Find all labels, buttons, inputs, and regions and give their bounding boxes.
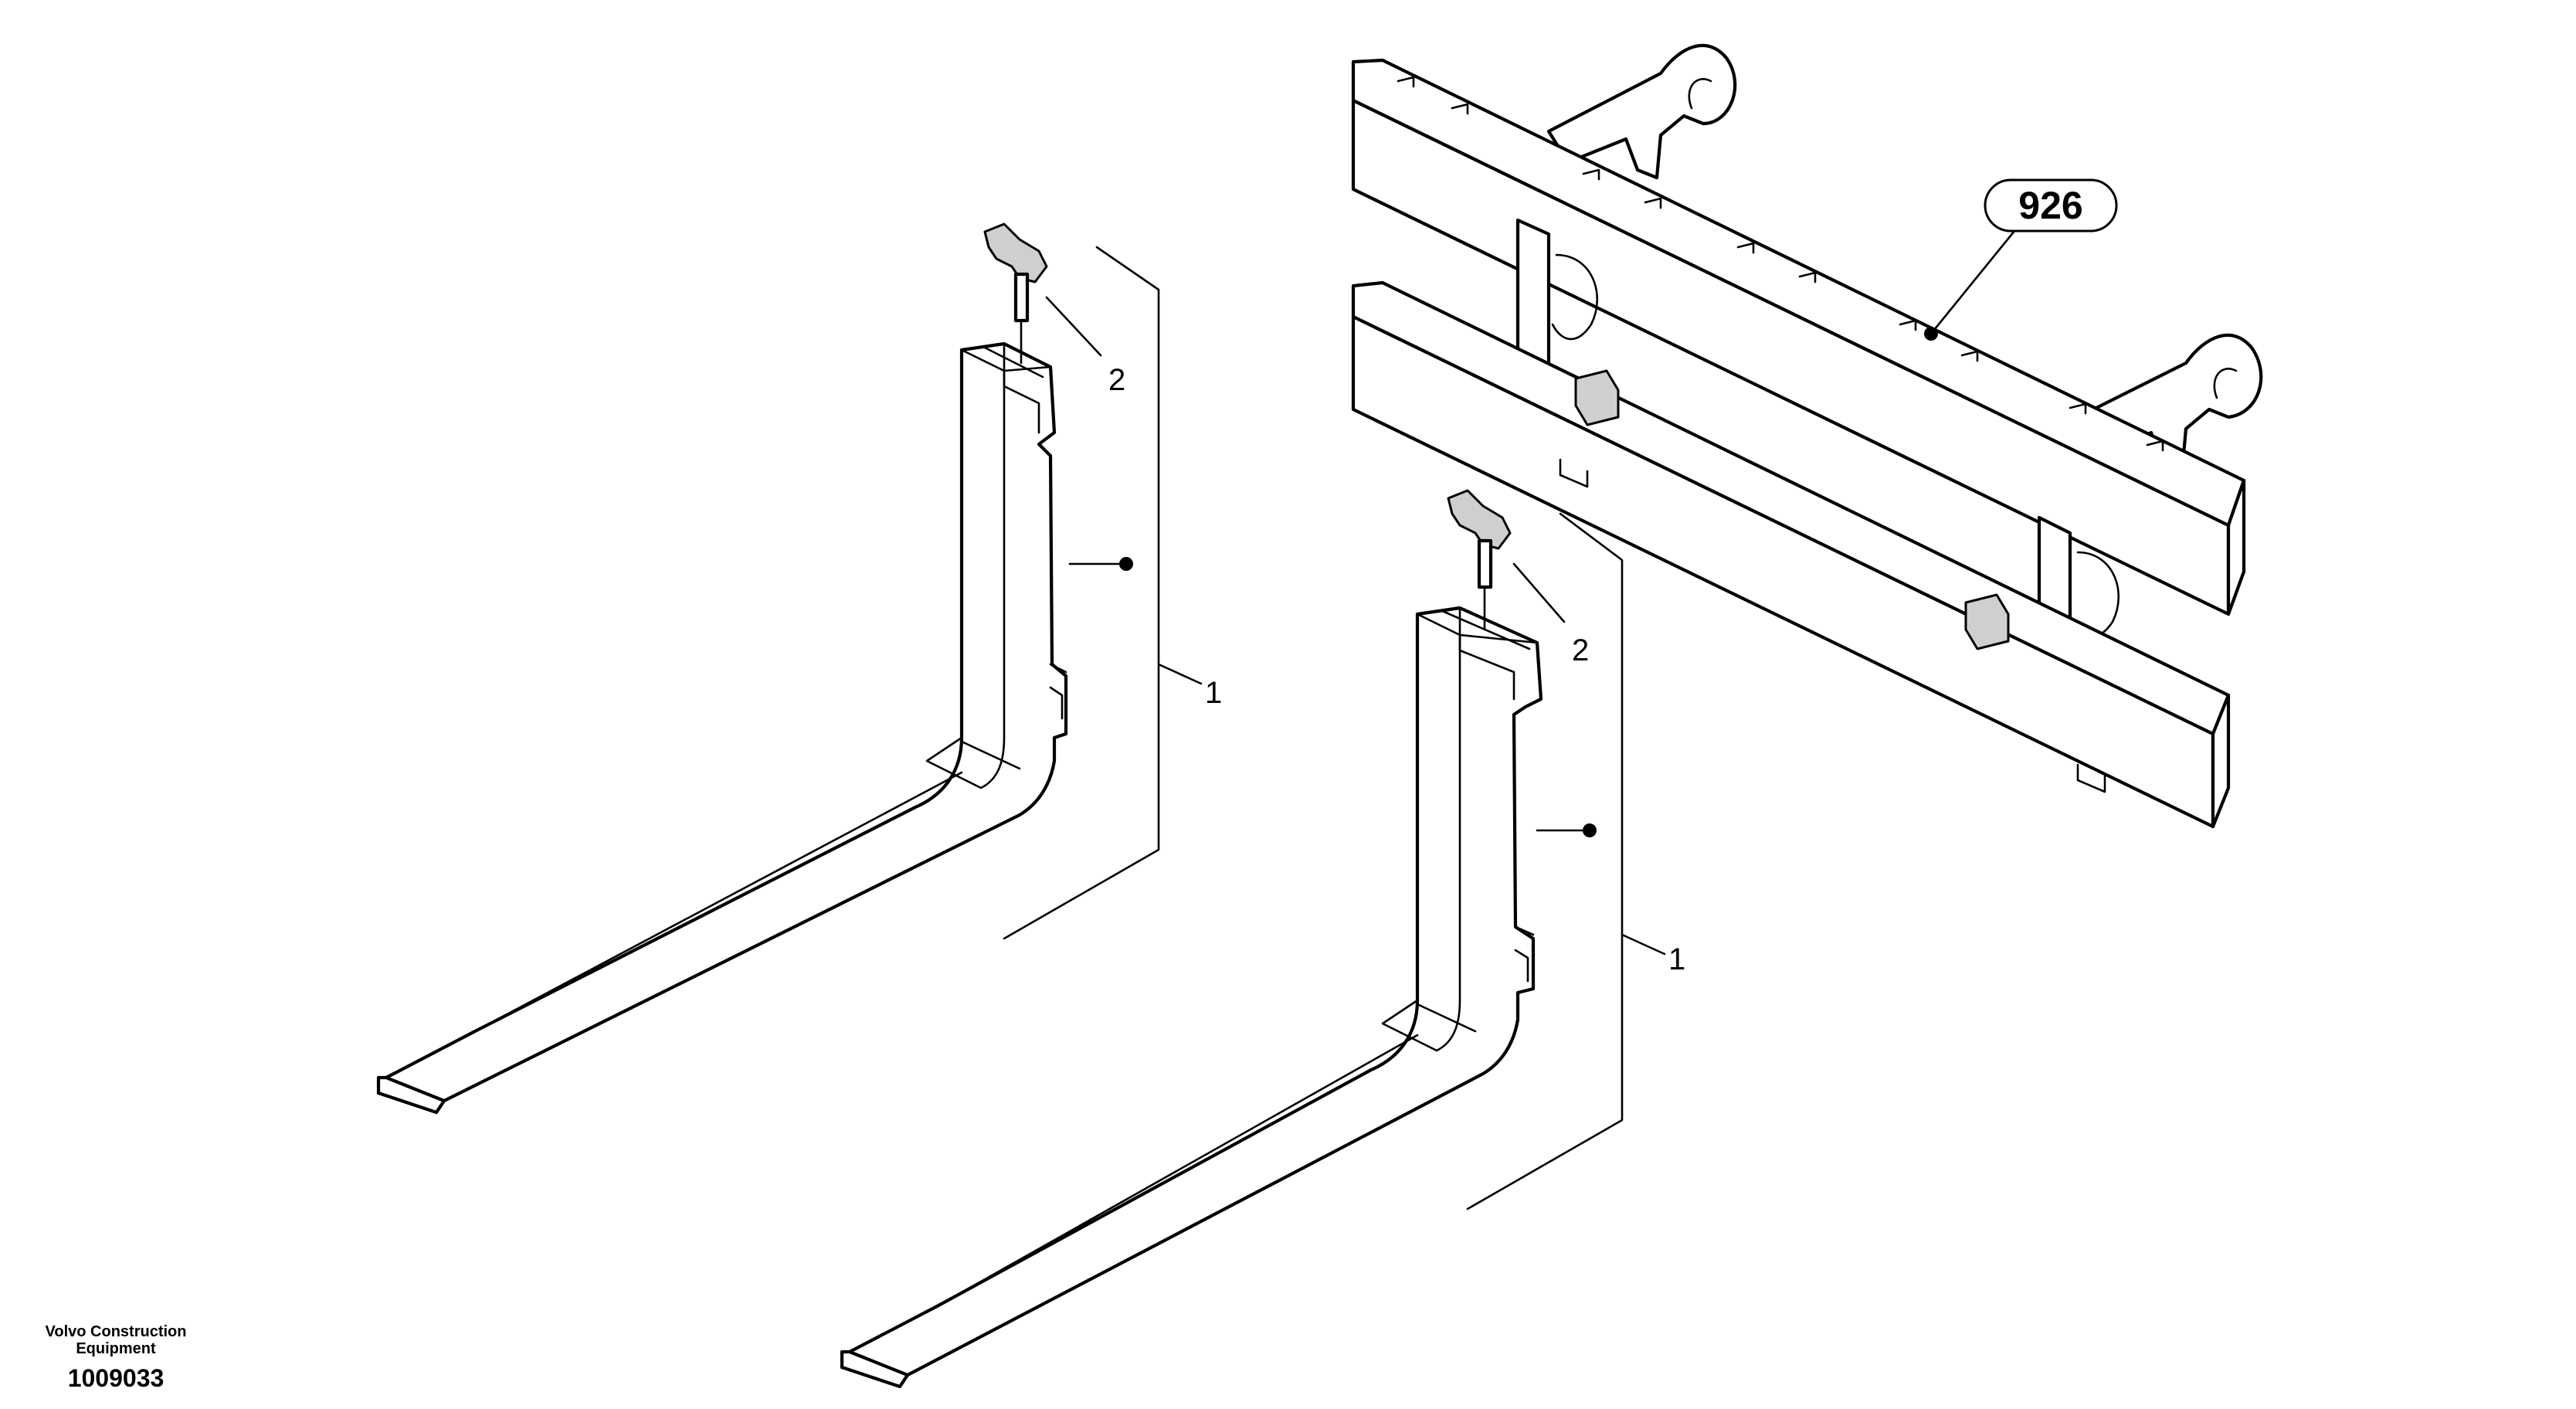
fork-right-blade-edge (848, 1034, 1419, 1353)
pin-right-shaft (1477, 538, 1493, 589)
left-side-plate (1515, 218, 1551, 373)
fork-left-outline (376, 341, 1068, 1103)
fork-left-tip (376, 1075, 446, 1115)
pin-left (983, 222, 1048, 365)
fork-right-label-leader (1621, 933, 1666, 956)
footer-company-line-1: Volvo Construction (45, 1323, 187, 1340)
pin-left-shaft (1013, 272, 1030, 323)
lower-bar-right-end (2211, 693, 2231, 829)
footer-company-line-2: Equipment (76, 1340, 156, 1357)
left-hook-opening (1688, 78, 1712, 110)
top-bar-notches (1397, 76, 2164, 452)
fork-left-lower-hook (1049, 663, 1067, 720)
callout-926-frame (1984, 178, 2118, 233)
pin-left-handle (983, 222, 1048, 283)
pin-right-handle (1447, 489, 1512, 550)
fork-left-blade-edge (385, 771, 963, 1079)
callout-926-dot (1924, 327, 1938, 341)
fork-right-side-edge (1381, 606, 1461, 1052)
fork-left-dot (1119, 557, 1133, 571)
lug-right (1964, 593, 2010, 650)
top-bar-right-end (2226, 478, 2246, 616)
pin-right-leader (1512, 562, 1566, 623)
callout-926: 926 (1924, 178, 2118, 341)
fork-left (376, 341, 1068, 1115)
fork-left-top-slot (960, 346, 1052, 434)
fork-left-label-leader (1157, 663, 1203, 685)
left-side-plate-cut (1551, 253, 1599, 341)
fork-left-bracket-line (1003, 246, 1160, 940)
callout-926-leader (1929, 229, 2016, 335)
pin-left-label: 2 (1108, 363, 1125, 397)
bottom-stub-left (1559, 458, 1589, 488)
fork-left-side-edge (925, 342, 1006, 789)
fork-right-bracket-line (1466, 512, 1624, 1210)
fork-left-label: 1 (1205, 676, 1222, 710)
fork-right-tip (840, 1350, 910, 1389)
fork-left-heel-groove (960, 740, 1021, 770)
left-hook-arm (1546, 43, 1737, 180)
fork-right-dot (1583, 823, 1597, 837)
fork-right-label: 1 (1668, 942, 1685, 976)
drawing-number: 1009033 (67, 1364, 165, 1392)
pin-right-label: 2 (1572, 633, 1589, 667)
fork-right (840, 606, 1543, 1389)
lug-left (1574, 369, 1620, 426)
fork-left-bracket: 1 2 (1003, 246, 1222, 940)
fork-right-heel-groove (1416, 1003, 1477, 1033)
bottom-stub-right (2076, 763, 2106, 793)
callout-926-label: 926 (2018, 184, 2082, 227)
right-hook-opening (2213, 368, 2238, 399)
fork-right-lower-hook (1514, 925, 1535, 983)
fork-right-outline (840, 606, 1543, 1377)
pin-left-leader (1045, 296, 1102, 357)
fork-right-bracket: 1 2 (1466, 512, 1685, 1210)
pin-right (1447, 489, 1512, 631)
fork-carriage (1351, 43, 2263, 829)
